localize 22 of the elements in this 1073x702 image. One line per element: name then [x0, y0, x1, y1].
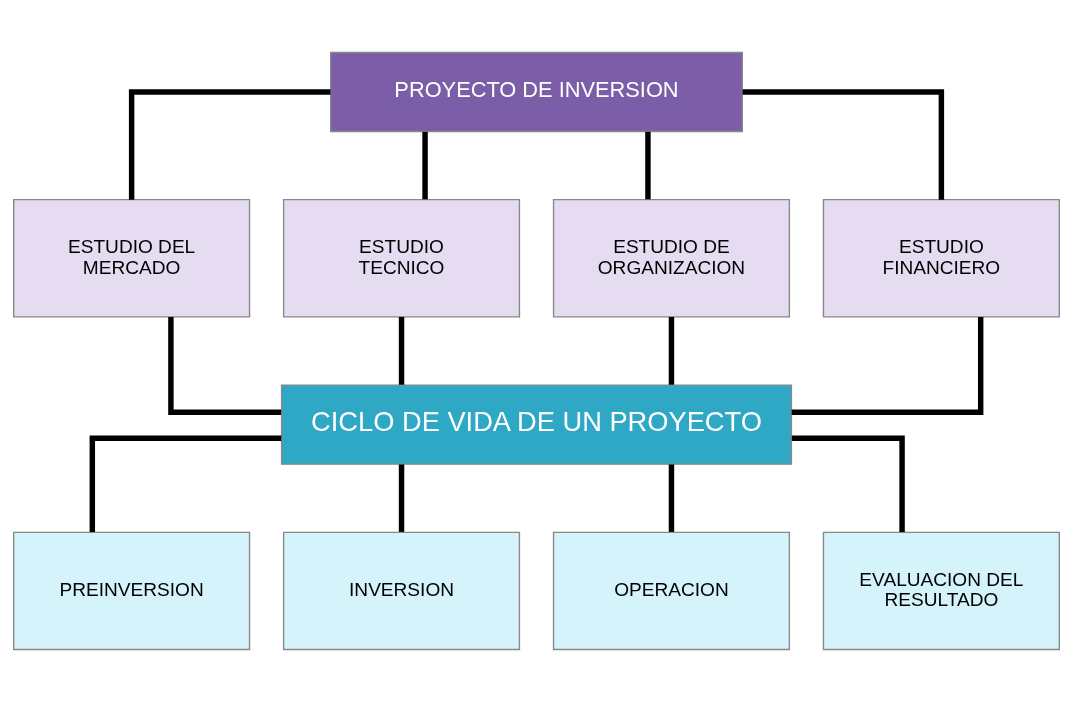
node-box: ESTUDIO DE ORGANIZACION [552, 199, 791, 318]
connector [742, 89, 945, 200]
connector [398, 316, 405, 385]
connector [168, 316, 282, 416]
connector [668, 316, 675, 385]
connector [791, 435, 905, 532]
connector [89, 435, 282, 532]
connector [128, 89, 331, 200]
node-box: EVALUACION DEL RESULTADO [822, 531, 1060, 651]
connector [668, 464, 675, 532]
node-box: OPERACION [552, 531, 791, 651]
node-box: ESTUDIO DEL MERCADO [13, 199, 251, 318]
node-box: CICLO DE VIDA DE UN PROYECTO [280, 384, 793, 465]
node-box: ESTUDIO FINANCIERO [822, 199, 1060, 318]
connector [422, 131, 428, 200]
node-box: PROYECTO DE INVERSION [329, 51, 744, 133]
node-box: PREINVERSION [13, 531, 251, 651]
connector [645, 131, 651, 200]
connector [398, 464, 405, 532]
connector [791, 316, 984, 416]
node-box: ESTUDIO TECNICO [282, 199, 521, 318]
node-box: INVERSION [282, 531, 521, 651]
